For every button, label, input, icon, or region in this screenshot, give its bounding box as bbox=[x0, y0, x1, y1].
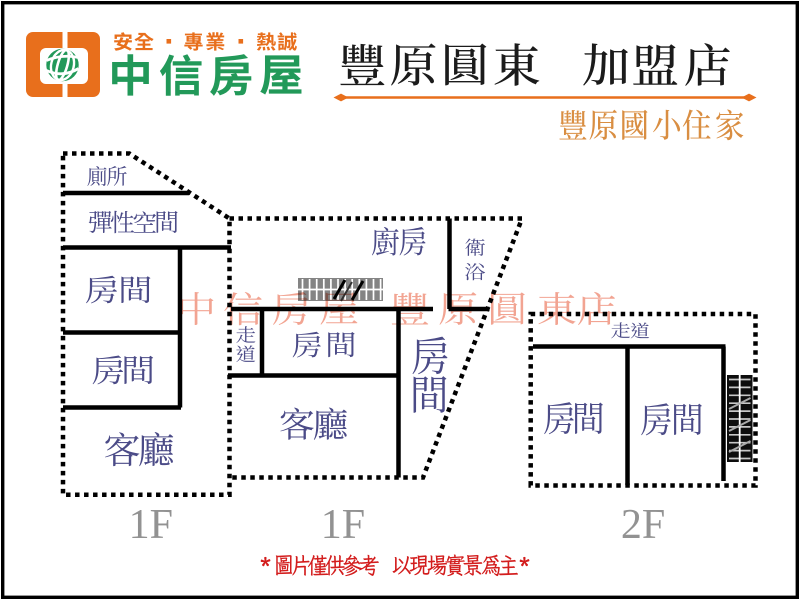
svg-text:2F: 2F bbox=[621, 502, 665, 548]
svg-text:1F: 1F bbox=[129, 502, 173, 548]
svg-text:1F: 1F bbox=[321, 502, 365, 548]
